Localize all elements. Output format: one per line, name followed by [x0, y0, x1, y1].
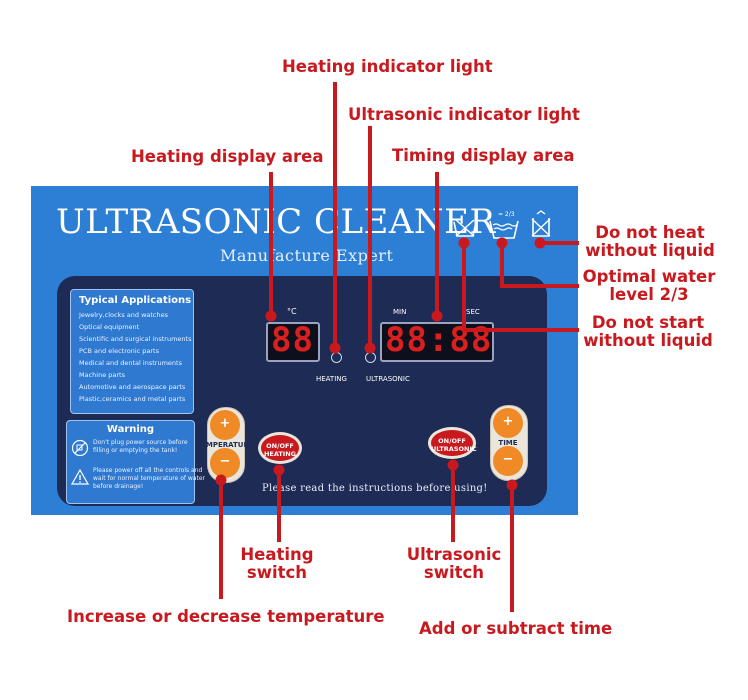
label-heating-switch-line1: Heating — [240, 545, 314, 564]
panel-footer-note: Please read the instructions before usin… — [262, 483, 488, 494]
caution-icon — [71, 469, 89, 485]
label-ultrasonic-indicator: Ultrasonic indicator light — [348, 105, 580, 124]
label-optimal-water-line2: level 2/3 — [609, 285, 689, 304]
application-item: Automotive and aerospace parts — [79, 383, 186, 391]
no-start-symbol — [528, 210, 554, 240]
label-optimal-water-line1: Optimal water — [582, 267, 716, 286]
tank-cross-icon — [531, 210, 551, 237]
heating-switch-label-1: ON/OFF — [266, 442, 294, 450]
label-heating-switch: Heating switch — [230, 546, 324, 582]
panel-subtitle: Manufacture Expert — [220, 246, 394, 265]
seconds-label: SEC — [466, 308, 480, 316]
minutes-label: MIN — [393, 308, 407, 316]
label-optimal-water: Optimal water level 2/3 — [582, 268, 716, 304]
label-no-heat-line1: Do not heat — [595, 223, 705, 242]
application-item: Jewelry,clocks and watches — [79, 311, 168, 319]
callout-optimal-water — [500, 241, 579, 288]
warning-heading: Warning — [106, 424, 155, 435]
label-heating-indicator: Heating indicator light — [282, 57, 493, 76]
heating-switch-button[interactable]: ON/OFF HEATING — [258, 432, 302, 464]
label-time-adjust: Add or subtract time — [419, 619, 613, 638]
application-item: Machine parts — [79, 371, 125, 379]
ultrasonic-switch-label-2: ULTRASONIC — [431, 445, 477, 453]
temperature-up-button[interactable]: + — [210, 410, 240, 440]
time-up-button[interactable]: + — [493, 408, 523, 438]
heating-display: 88 — [266, 322, 320, 362]
heating-switch-label-2: HEATING — [263, 450, 297, 458]
label-no-start: Do not start without liquid — [581, 314, 715, 350]
applications-heading: Typical Applications — [79, 295, 192, 306]
application-item: Plastic,ceramics and metal parts — [79, 395, 186, 403]
warning-box: Warning Don't plug power source before f… — [66, 420, 205, 504]
label-temperature-adjust: Increase or decrease temperature — [67, 607, 385, 626]
applications-box: Typical Applications Jewelry,clocks and … — [70, 289, 194, 414]
time-label: TIME — [498, 439, 518, 447]
label-no-heat-line2: without liquid — [585, 241, 715, 260]
callout-no-start — [462, 241, 579, 332]
application-item: Optical equipment — [79, 323, 140, 331]
water-level-mark: ≈ 2/3 — [498, 211, 515, 218]
label-ultrasonic-switch: Ultrasonic switch — [396, 546, 512, 582]
temperature-label: TEMPERATURE — [196, 441, 254, 449]
application-item: PCB and electronic parts — [79, 347, 159, 355]
label-no-start-line1: Do not start — [591, 313, 705, 332]
heating-led-label: HEATING — [316, 375, 347, 383]
ultrasonic-led-label: ULTRASONIC — [366, 375, 410, 383]
application-item: Medical and dental instruments — [79, 359, 182, 367]
label-no-start-line2: without liquid — [583, 331, 713, 350]
warning-line: wait for normal temperature of water — [93, 475, 206, 482]
ultrasonic-switch-button[interactable]: ON/OFF ULTRASONIC — [428, 427, 477, 459]
label-heating-display-area: Heating display area — [131, 147, 324, 166]
temperature-down-button[interactable]: − — [210, 448, 240, 478]
warning-line: filling or emptying the tank! — [93, 447, 178, 454]
label-heating-switch-line2: switch — [246, 563, 308, 582]
tub-cross-icon — [453, 219, 477, 237]
no-plug-icon — [71, 439, 89, 457]
no-heat-symbol — [452, 214, 478, 240]
warning-line: before drainage! — [93, 483, 144, 490]
warning-line: Don't plug power source before — [93, 439, 188, 446]
time-down-button[interactable]: − — [493, 446, 523, 476]
ultrasonic-switch-label-1: ON/OFF — [438, 437, 466, 445]
temperature-unit-label: °C — [287, 307, 297, 316]
label-ultrasonic-switch-line2: switch — [423, 563, 485, 582]
label-ultrasonic-switch-line1: Ultrasonic — [406, 545, 502, 564]
warning-line: Please power off all the controls and — [93, 467, 203, 474]
label-timing-display-area: Timing display area — [392, 146, 575, 165]
application-item: Scientific and surgical instruments — [79, 335, 192, 343]
panel-title: ULTRASONIC CLEANER — [56, 202, 496, 242]
label-no-heat: Do not heat without liquid — [583, 224, 717, 260]
